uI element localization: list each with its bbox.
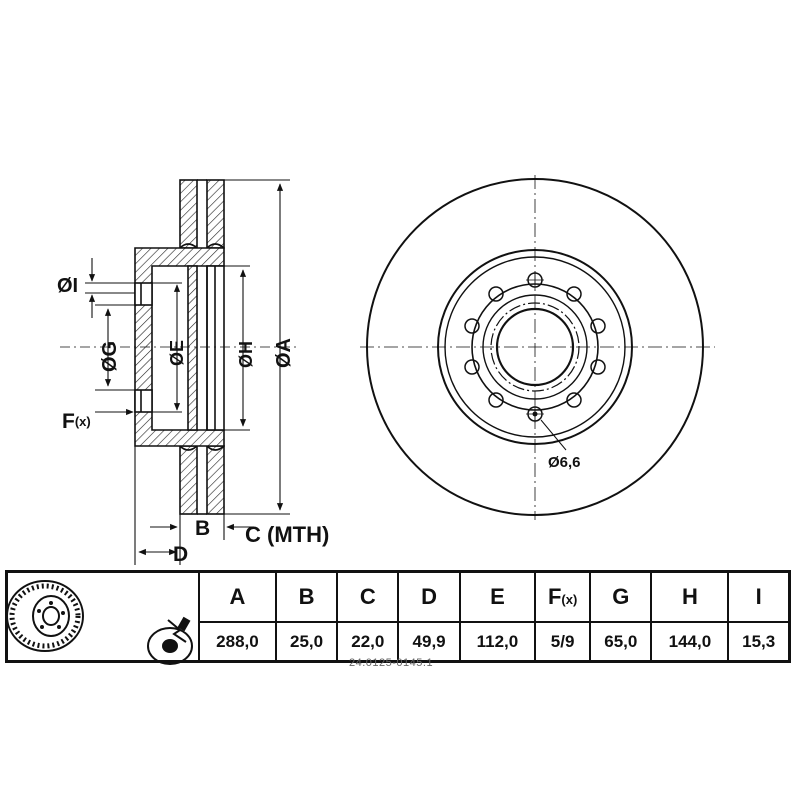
label-G: ØG xyxy=(99,341,121,372)
header-D: D xyxy=(397,573,460,623)
label-B: B xyxy=(195,517,210,540)
label-I: ØI xyxy=(57,275,78,297)
header-F: F(x) xyxy=(534,573,591,623)
value-I: 15,3 xyxy=(727,622,788,660)
value-B: 25,0 xyxy=(274,622,338,660)
label-bolt-hole: Ø6,6 xyxy=(548,454,581,471)
value-F: 5/9 xyxy=(534,622,591,660)
label-D: D xyxy=(173,543,188,566)
label-H: ØH xyxy=(236,341,256,368)
value-H: 144,0 xyxy=(650,622,729,660)
label-F: F(x) xyxy=(62,410,91,433)
table-value-row: 288,0 25,0 22,0 49,9 112,0 5/9 65,0 144,… xyxy=(198,622,788,660)
header-I: I xyxy=(727,573,788,623)
front-view xyxy=(360,175,715,520)
specification-table: A B C D E F(x) G H I 288,0 25,0 22,0 49,… xyxy=(5,570,791,663)
value-G: 65,0 xyxy=(589,622,652,660)
value-E: 112,0 xyxy=(458,622,536,660)
value-C: 22,0 xyxy=(336,622,399,660)
side-view-labels: ØI ØG ØE ØH ØA F(x) B C (MTH) D xyxy=(57,275,329,566)
label-E: ØE xyxy=(167,340,187,366)
header-B: B xyxy=(274,573,338,623)
value-D: 49,9 xyxy=(397,622,460,660)
disc-thumbnail-icon xyxy=(6,580,84,652)
part-number: 24.0125-0145.1 xyxy=(349,657,434,669)
side-dimension-lines xyxy=(60,179,300,565)
header-H: H xyxy=(650,573,729,623)
header-A: A xyxy=(198,573,276,623)
table-header-row: A B C D E F(x) G H I xyxy=(198,573,788,623)
header-E: E xyxy=(458,573,536,623)
value-A: 288,0 xyxy=(198,622,276,660)
header-C: C xyxy=(336,573,399,623)
bolt-pattern-icon xyxy=(147,616,193,665)
side-section-view xyxy=(134,179,225,515)
header-G: G xyxy=(589,573,652,623)
dimension-table: A B C D E F(x) G H I 288,0 25,0 22,0 49,… xyxy=(198,573,788,660)
label-C: C (MTH) xyxy=(245,522,329,547)
label-A: ØA xyxy=(273,338,295,368)
